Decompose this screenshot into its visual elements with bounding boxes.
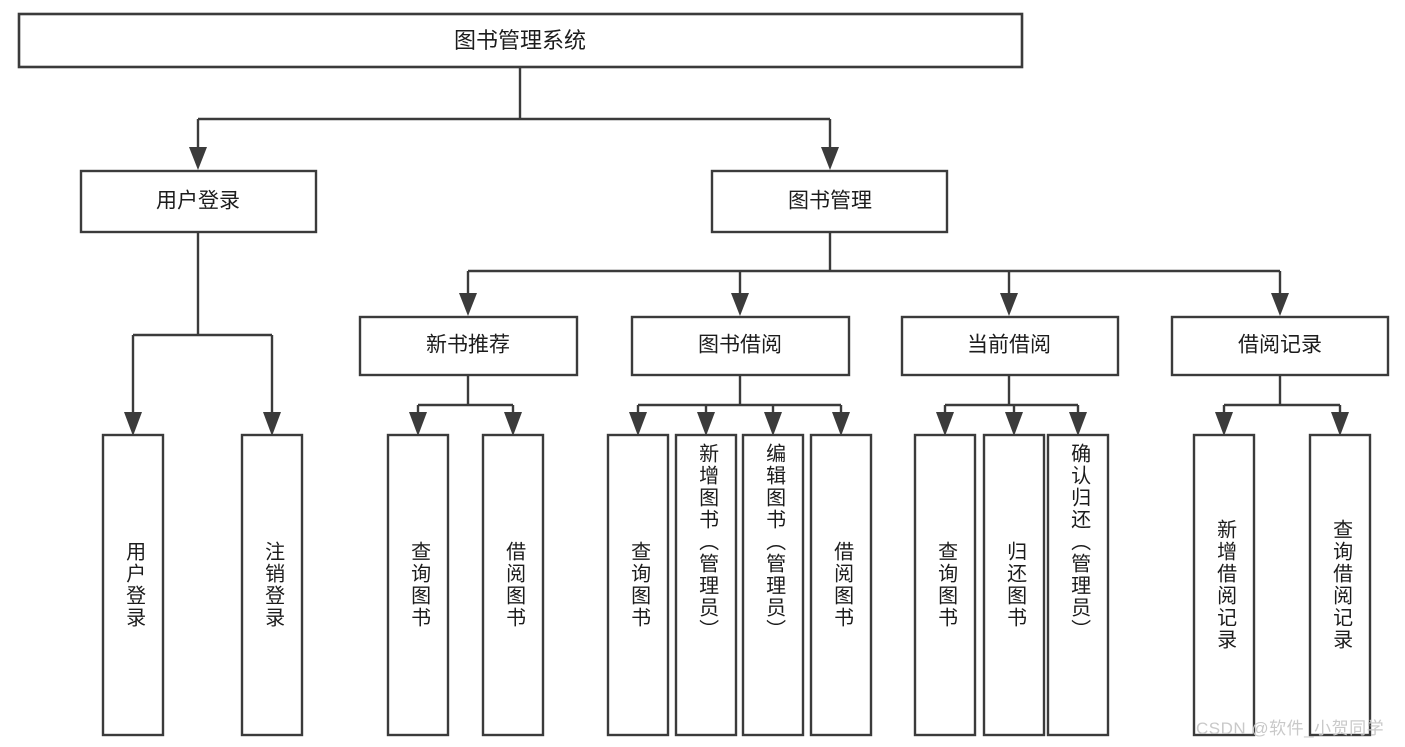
node-leaf-user-logout-box[interactable] — [240, 433, 304, 737]
arrow-to-leaf-borrow-book-2 — [832, 412, 850, 436]
node-root-box[interactable] — [17, 12, 1024, 69]
node-book-management-label: 图书管理 — [788, 190, 872, 213]
arrow-to-borrow-record — [1271, 293, 1289, 316]
arrow-to-new-book-recommend — [459, 293, 477, 316]
arrow-to-leaf-borrow-book-1 — [504, 412, 522, 436]
arrow-to-book-borrow — [731, 293, 749, 316]
node-leaf-query-book-1-box[interactable] — [386, 433, 450, 737]
node-leaf-borrow-book-1-box[interactable] — [481, 433, 545, 737]
arrow-to-leaf-add-record — [1215, 412, 1233, 436]
node-borrow-record-box[interactable] — [1170, 315, 1390, 377]
arrow-to-leaf-confirm-return — [1069, 412, 1087, 436]
node-leaf-confirm-return-box[interactable] — [1046, 433, 1110, 737]
node-book-management-box[interactable] — [710, 169, 949, 234]
node-user-login-box[interactable] — [79, 169, 318, 234]
node-leaf-add-book-box[interactable] — [674, 433, 738, 737]
arrow-to-leaf-query-book-2 — [629, 412, 647, 436]
node-borrow-record[interactable]: 借阅记录 — [1170, 315, 1390, 377]
node-leaf-return-book-box[interactable] — [982, 433, 1046, 737]
connector-group-root — [189, 67, 839, 170]
arrow-to-current-borrow — [1000, 293, 1018, 316]
arrow-to-leaf-add-book — [697, 412, 715, 436]
node-root-label: 图书管理系统 — [454, 28, 586, 53]
node-user-login[interactable]: 用户登录 — [79, 169, 318, 234]
node-leaf-add-record-box[interactable] — [1192, 433, 1256, 737]
connector-group-book-management — [459, 232, 1289, 316]
arrow-to-leaf-edit-book — [764, 412, 782, 436]
connector-group-book-borrow — [629, 375, 850, 436]
node-new-book-recommend-label: 新书推荐 — [426, 334, 510, 357]
connector-group-current-borrow — [936, 375, 1087, 436]
node-leaf-borrow-book-2-box[interactable] — [809, 433, 873, 737]
connector-group-borrow-record — [1215, 375, 1349, 436]
node-current-borrow[interactable]: 当前借阅 — [900, 315, 1120, 377]
node-root[interactable]: 图书管理系统 — [17, 12, 1024, 69]
node-book-borrow[interactable]: 图书借阅 — [630, 315, 851, 377]
arrow-to-leaf-query-book-3 — [936, 412, 954, 436]
node-book-management[interactable]: 图书管理 — [710, 169, 949, 234]
node-current-borrow-box[interactable] — [900, 315, 1120, 377]
node-leaf-query-book-3-box[interactable] — [913, 433, 977, 737]
node-current-borrow-label: 当前借阅 — [967, 334, 1051, 357]
node-leaf-query-record-box[interactable] — [1308, 433, 1372, 737]
node-book-borrow-box[interactable] — [630, 315, 851, 377]
csdn-watermark: CSDN @软件_小贺同学 — [1196, 719, 1385, 738]
node-new-book-recommend[interactable]: 新书推荐 — [358, 315, 579, 377]
node-user-login-label: 用户登录 — [156, 190, 240, 213]
connector-group-user-login — [124, 232, 281, 436]
node-new-book-recommend-box[interactable] — [358, 315, 579, 377]
arrow-to-leaf-user-login — [124, 412, 142, 436]
arrow-to-leaf-query-book-1 — [409, 412, 427, 436]
node-leaf-user-login-box[interactable] — [101, 433, 165, 737]
arrow-to-leaf-query-record — [1331, 412, 1349, 436]
arrow-to-leaf-user-logout — [263, 412, 281, 436]
arrow-root-to-book-management — [821, 147, 839, 170]
node-borrow-record-label: 借阅记录 — [1238, 334, 1322, 357]
arrow-root-to-user-login — [189, 147, 207, 170]
node-book-borrow-label: 图书借阅 — [698, 334, 782, 357]
node-leaf-query-book-2-box[interactable] — [606, 433, 670, 737]
connector-group-new-book-recommend — [409, 375, 522, 436]
node-leaf-edit-book-box[interactable] — [741, 433, 805, 737]
arrow-to-leaf-return-book — [1005, 412, 1023, 436]
